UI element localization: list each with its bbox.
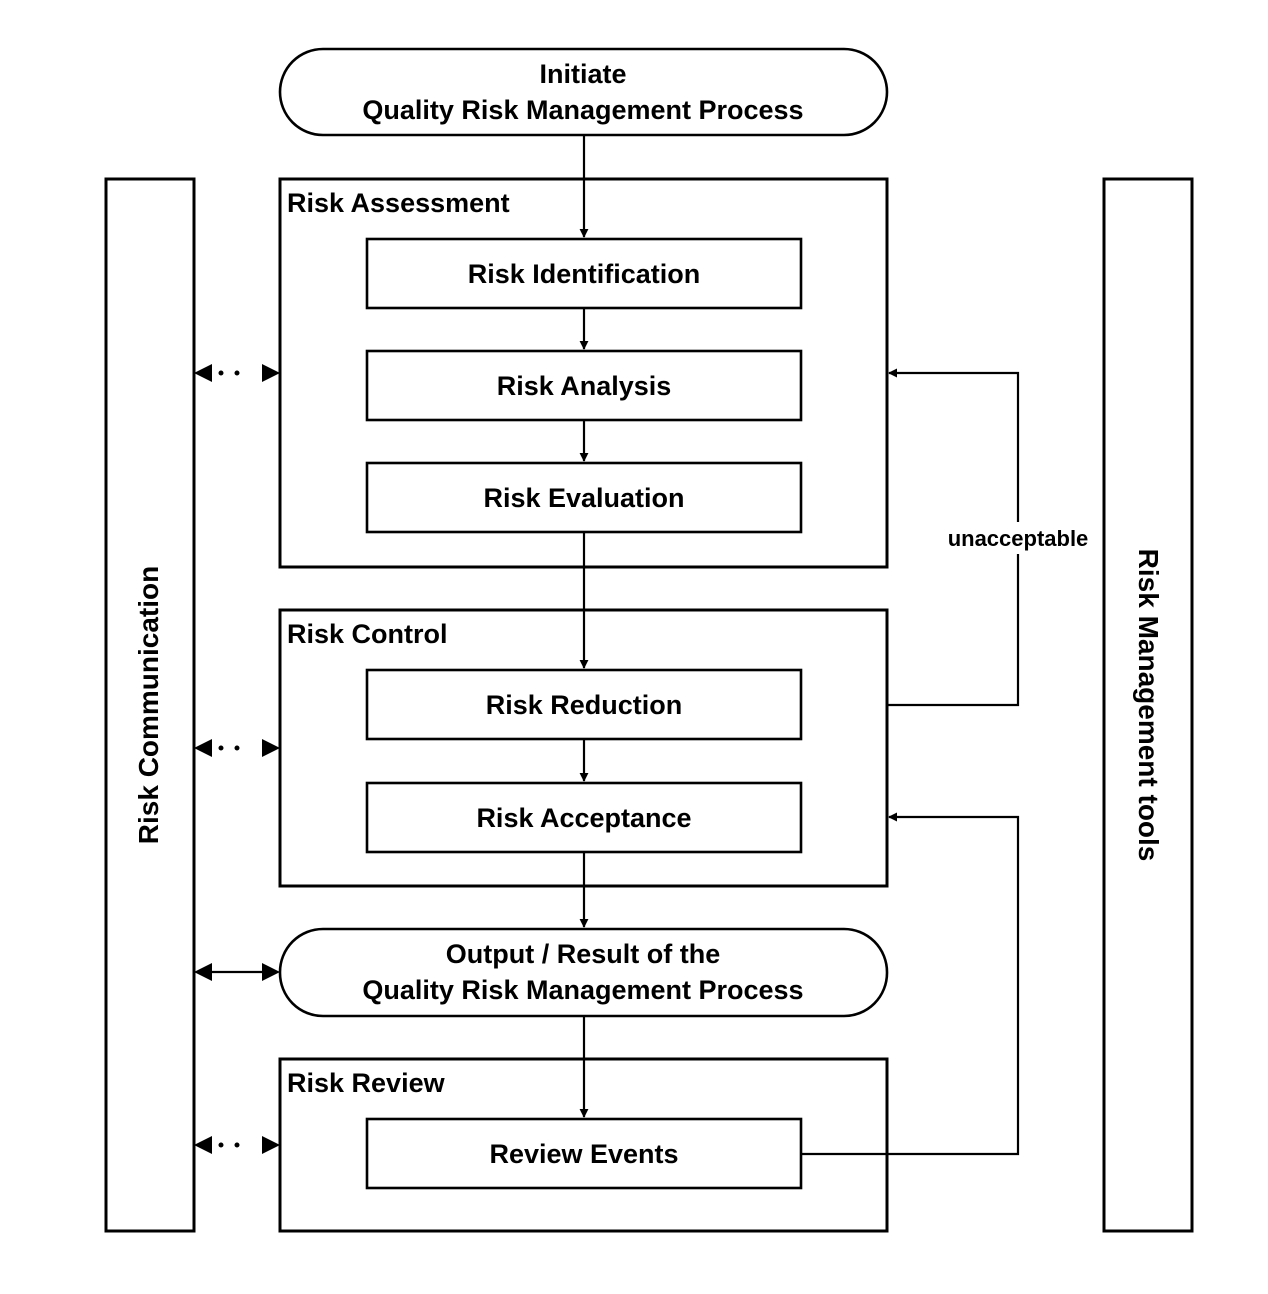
risk-analysis-label: Risk Analysis (497, 371, 672, 401)
risk-acceptance-box (365, 781, 803, 854)
output-line1: Output / Result of the (446, 939, 720, 969)
unacceptable-label: unacceptable (948, 526, 1089, 551)
unacceptable-label-bg (935, 522, 1101, 554)
feedback-arrow-review-to-acceptance (801, 812, 1020, 1156)
risk-management-tools-bar (1102, 177, 1194, 1233)
risk-analysis-box (365, 349, 803, 422)
comm-link-review (194, 1136, 280, 1154)
risk-assessment-title: Risk Assessment (287, 188, 510, 218)
comm-link-output (194, 963, 280, 981)
risk-identification-label: Risk Identification (468, 259, 701, 289)
risk-control-title: Risk Control (287, 619, 448, 649)
comm-link-control (194, 739, 280, 757)
risk-review-title: Risk Review (287, 1068, 446, 1098)
initiate-line2: Quality Risk Management Process (362, 95, 803, 125)
risk-acceptance-label: Risk Acceptance (476, 803, 691, 833)
risk-reduction-box (365, 668, 803, 741)
risk-evaluation-box (365, 461, 803, 534)
review-events-label: Review Events (489, 1139, 678, 1169)
risk-communication-bar (104, 177, 196, 1233)
comm-link-assessment (194, 364, 280, 382)
output-line2: Quality Risk Management Process (362, 975, 803, 1005)
risk-evaluation-label: Risk Evaluation (483, 483, 684, 513)
initiate-line1: Initiate (539, 59, 626, 89)
risk-communication-label: Risk Communication (133, 566, 164, 844)
risk-management-tools-label: Risk Management tools (1133, 549, 1164, 862)
risk-reduction-label: Risk Reduction (486, 690, 683, 720)
